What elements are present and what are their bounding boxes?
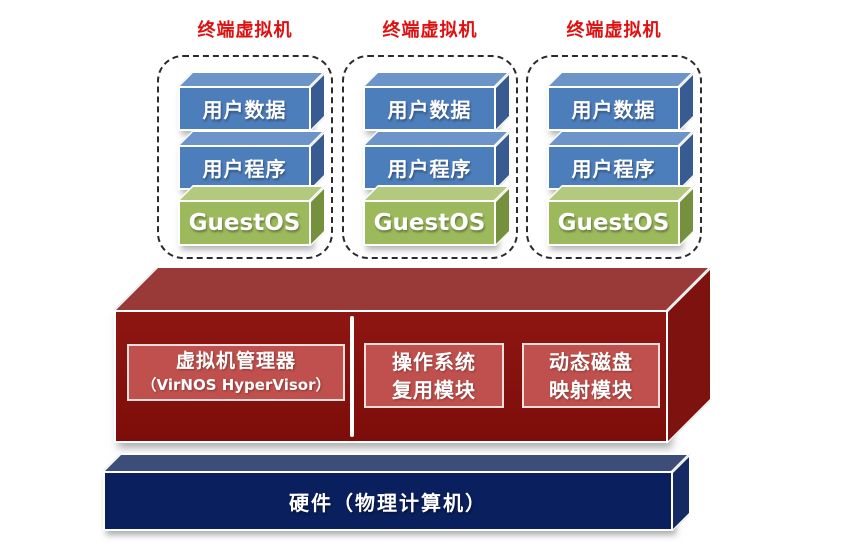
vm1-user-program-box: 用户程序 (178, 145, 311, 190)
hypervisor-section-divider (350, 316, 354, 437)
vm1-guestos-label: GuestOS (188, 210, 301, 236)
vm-group-1-dashed-border: 用户数据 用户程序 GuestOS (157, 55, 333, 259)
vm3-user-data-label: 用户数据 (571, 98, 656, 122)
vm1-user-data-label: 用户数据 (202, 98, 287, 122)
vm-group-3-title: 终端虚拟机 (566, 20, 662, 41)
vm3-user-program-box: 用户程序 (547, 145, 680, 190)
vm1-guestos-box: GuestOS (178, 200, 311, 246)
vm-manager-module: 虚拟机管理器 （VirNOS HyperVisor） (127, 344, 345, 401)
vm-group-3: 终端虚拟机 用户数据 用户程序 GuestOS (526, 18, 702, 259)
vm2-user-program-box: 用户程序 (363, 145, 496, 190)
disk-mapping-line2: 映射模块 (549, 377, 633, 402)
vm-manager-title: 虚拟机管理器 (175, 350, 296, 372)
os-reuse-module: 操作系统 复用模块 (364, 343, 504, 408)
disk-mapping-line1: 动态磁盘 (549, 349, 633, 374)
vm2-guestos-box: GuestOS (363, 200, 496, 246)
vm-group-1-title: 终端虚拟机 (197, 20, 293, 41)
vm1-user-data-box: 用户数据 (178, 86, 311, 131)
vm2-guestos-label: GuestOS (373, 210, 486, 236)
vm2-user-data-label: 用户数据 (387, 98, 472, 122)
vm2-user-program-label: 用户程序 (387, 157, 472, 181)
hardware-label: 硬件（物理计算机） (289, 490, 487, 515)
vm3-user-program-label: 用户程序 (571, 157, 656, 181)
vm-group-3-dashed-border: 用户数据 用户程序 GuestOS (526, 55, 702, 259)
vm1-user-program-label: 用户程序 (202, 157, 287, 181)
vm3-guestos-box: GuestOS (547, 200, 680, 246)
vm3-guestos-label: GuestOS (557, 210, 670, 236)
hypervisor-layer-box: 虚拟机管理器 （VirNOS HyperVisor） 操作系统 复用模块 动态磁… (114, 310, 668, 443)
vm-group-2-title: 终端虚拟机 (382, 20, 478, 41)
vm-group-2-dashed-border: 用户数据 用户程序 GuestOS (342, 55, 518, 259)
vm-group-2: 终端虚拟机 用户数据 用户程序 GuestOS (342, 18, 518, 259)
vm2-user-data-box: 用户数据 (363, 86, 496, 131)
os-reuse-line1: 操作系统 (392, 349, 476, 374)
dynamic-disk-mapping-module: 动态磁盘 映射模块 (522, 343, 660, 408)
vm-manager-subtitle: （VirNOS HyperVisor） (141, 376, 331, 394)
vm-group-1: 终端虚拟机 用户数据 用户程序 GuestOS (157, 18, 333, 259)
os-reuse-line2: 复用模块 (392, 377, 476, 402)
hardware-layer-box: 硬件（物理计算机） (103, 471, 673, 531)
vm3-user-data-box: 用户数据 (547, 86, 680, 131)
